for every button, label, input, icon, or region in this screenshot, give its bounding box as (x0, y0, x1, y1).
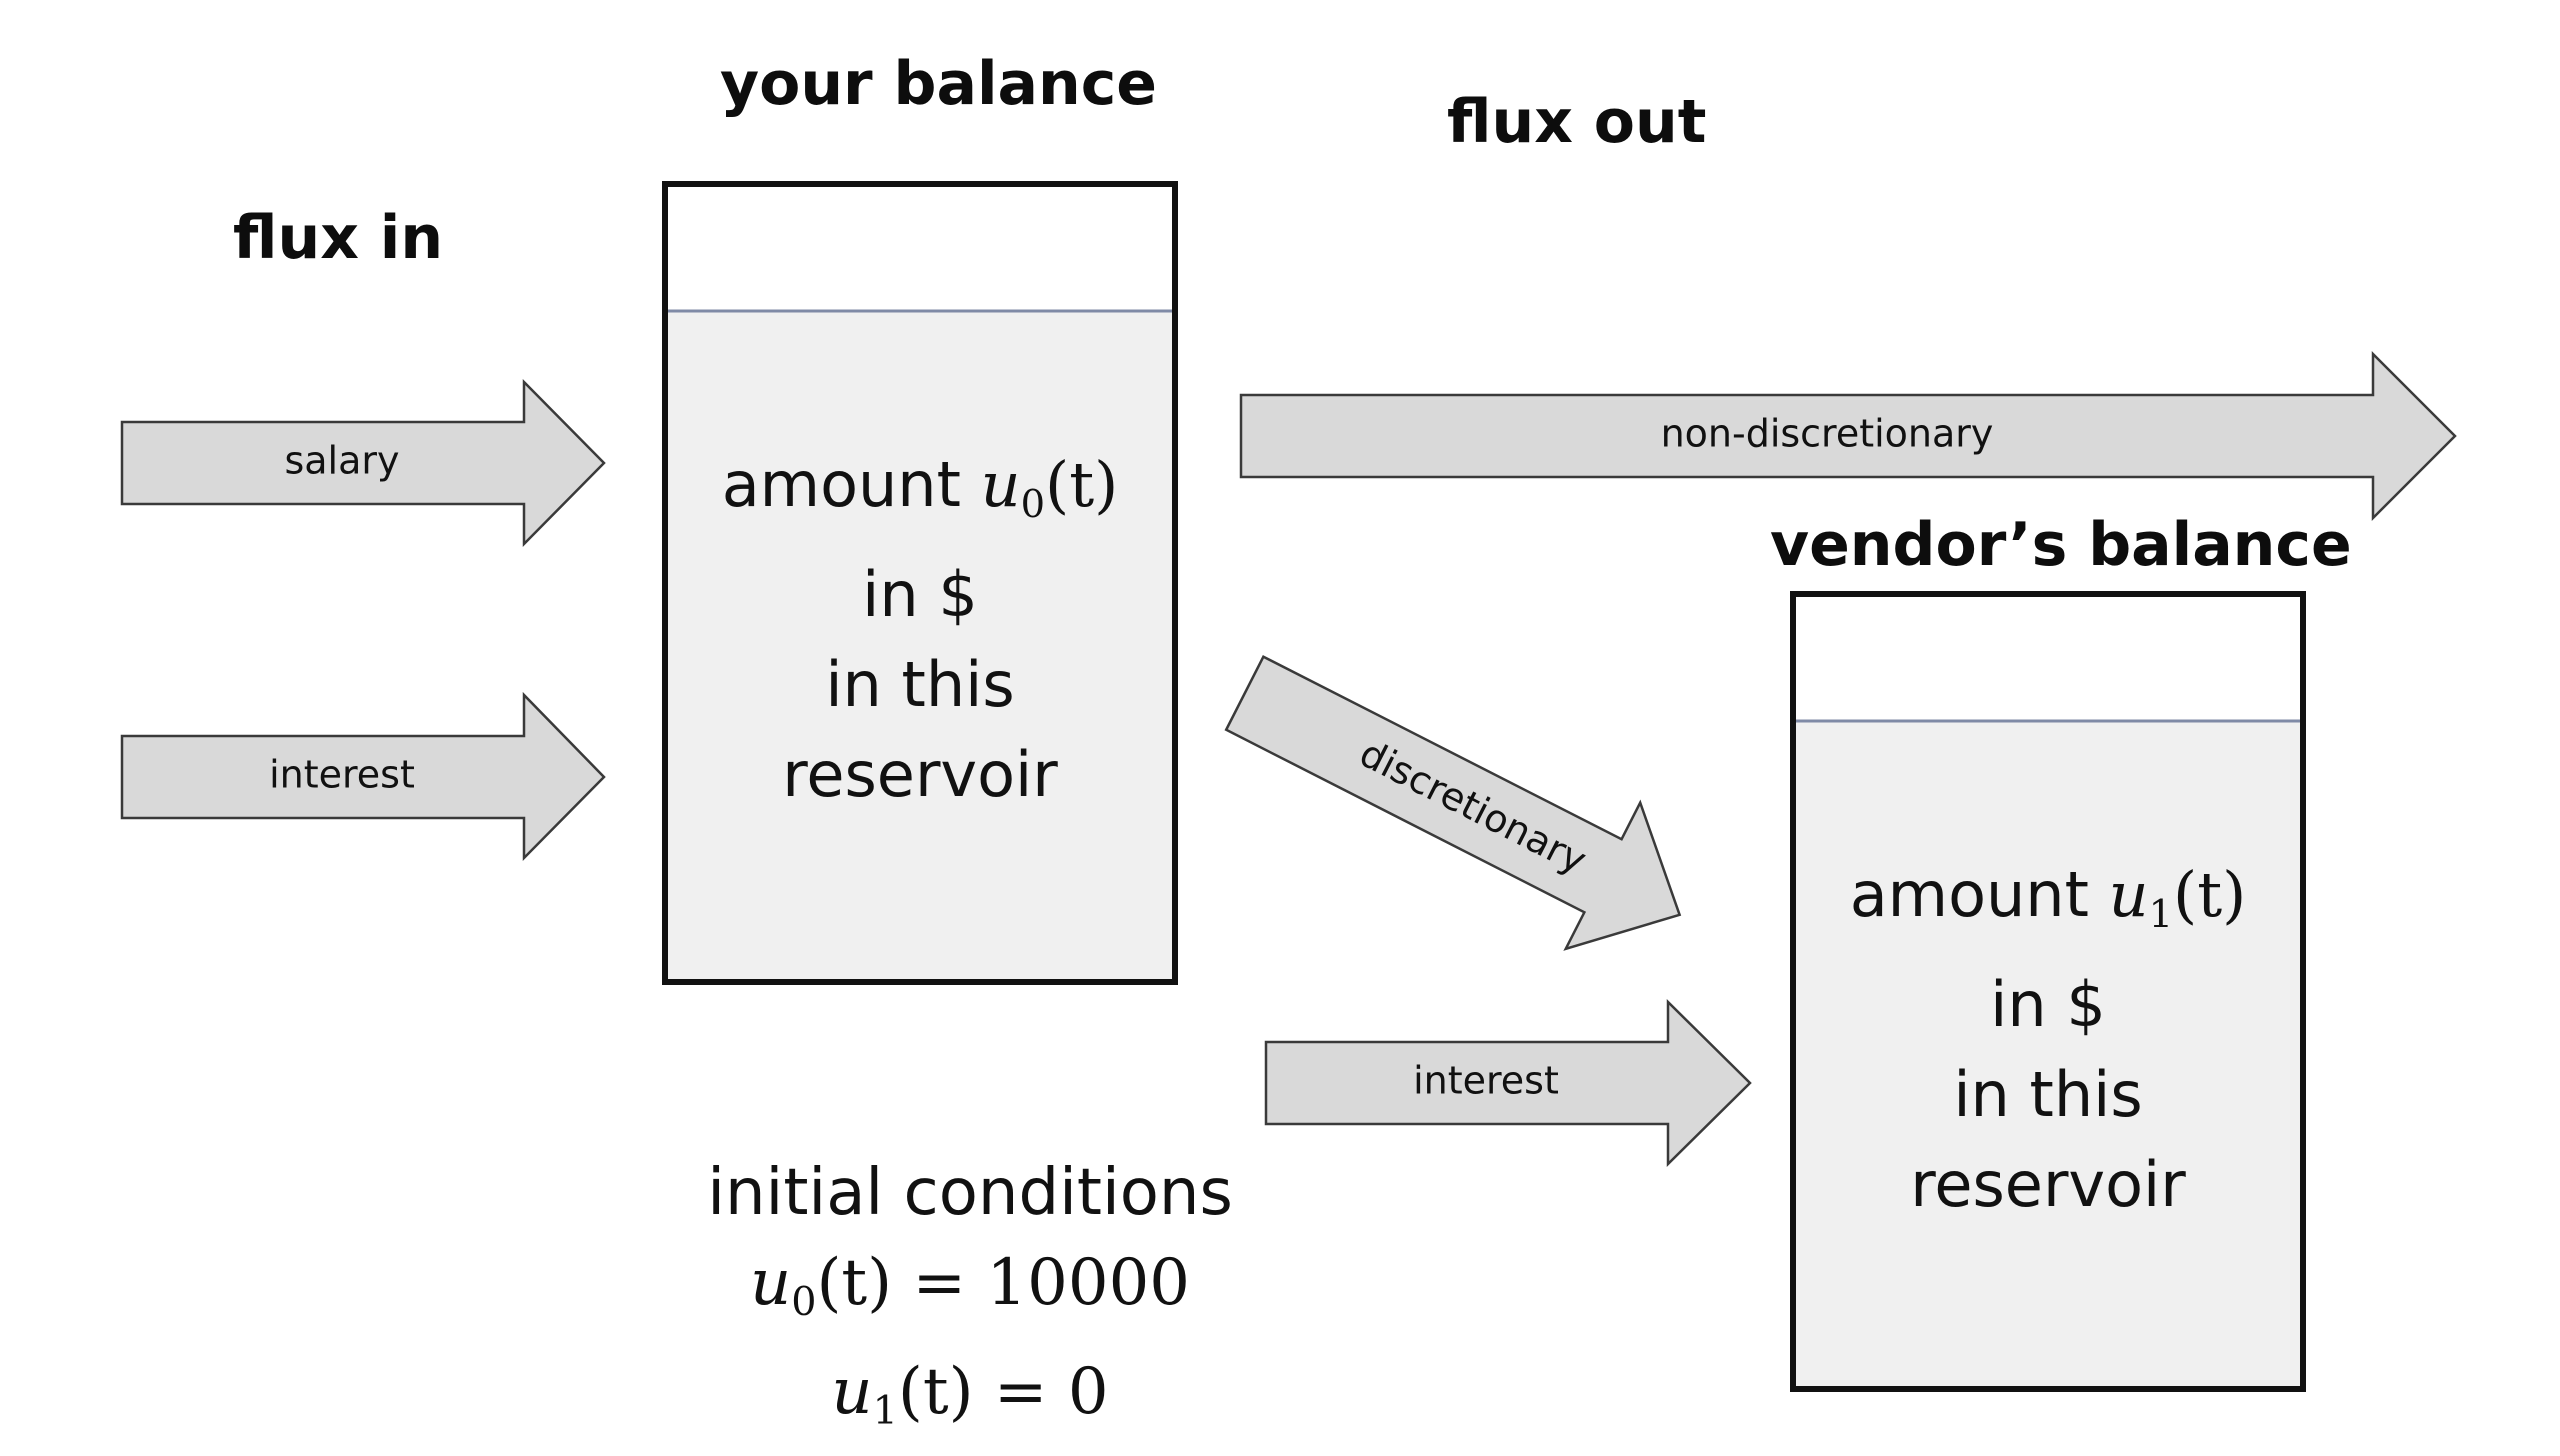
your-amount-var: u (980, 448, 1021, 521)
non-discretionary-arrow-shape (1239, 350, 2457, 522)
non-discretionary-arrow: non-discretionary (1239, 350, 2457, 522)
your-reservoir-word: reservoir (782, 737, 1058, 811)
interest-vendor-arrow-label: interest (1413, 1059, 1559, 1103)
salary-arrow-shape (120, 378, 606, 548)
discretionary-arrow-shape (1224, 655, 1682, 951)
interest-in-arrow-label: interest (269, 753, 415, 797)
your-reservoir (662, 181, 1178, 985)
your-amount-symbol: u0(t) (980, 448, 1119, 527)
u0-rest: (t) = 10000 (816, 1246, 1191, 1320)
initial-conditions-title: initial conditions (707, 1156, 1233, 1230)
interest-vendor-arrow: interest (1264, 999, 1752, 1167)
flux-in-heading: flux in (233, 203, 444, 273)
interest-vendor-arrow-shape (1264, 999, 1752, 1167)
vendor-amount-symbol: u1(t) (2108, 858, 2247, 937)
flux-out-heading: flux out (1447, 87, 1707, 157)
vendors-balance-heading: vendor’s balance (1770, 510, 2352, 580)
u1-sub: 1 (872, 1388, 898, 1435)
your-reservoir-tank (662, 181, 1178, 985)
vendor-reservoir-headspace (1796, 597, 2300, 721)
u0-sub: 0 (791, 1279, 817, 1326)
u1-var: u (831, 1355, 873, 1430)
interest-in-arrow: interest (120, 691, 606, 862)
vendor-reservoir-tank (1790, 591, 2306, 1392)
salary-arrow-label: salary (284, 439, 399, 483)
your-balance-heading: your balance (720, 49, 1157, 119)
your-amount-line: amount u0(t) (668, 440, 1172, 550)
vendor-reservoir (1790, 591, 2306, 1392)
your-amount-sub: 0 (1020, 481, 1046, 527)
vendor-amount-var: u (2108, 858, 2149, 931)
your-amount-arg: (t) (1045, 448, 1119, 521)
vendor-amount-word: amount (1849, 858, 2109, 931)
non-discretionary-arrow-label: non-discretionary (1661, 412, 1994, 456)
initial-condition-u0: u0(t) = 10000 (640, 1238, 1300, 1347)
vendor-reservoir-word: reservoir (1910, 1147, 2186, 1221)
your-in-this-line: in this (825, 647, 1015, 721)
vendor-reservoir-text: amount u1(t) in $ in this reservoir (1796, 850, 2300, 1230)
initial-condition-u1: u1(t) = 0 (640, 1347, 1300, 1456)
vendor-units-line: in $ (1990, 967, 2106, 1041)
initial-conditions: initial conditions u0(t) = 10000 u1(t) =… (640, 1148, 1300, 1456)
vendor-amount-arg: (t) (2173, 858, 2247, 931)
your-units-line: in $ (862, 557, 978, 631)
u1-rest: (t) = 0 (897, 1355, 1109, 1430)
your-amount-word: amount (721, 448, 981, 521)
interest-in-arrow-shape (120, 691, 606, 862)
vendor-amount-line: amount u1(t) (1796, 850, 2300, 960)
vendor-in-this-line: in this (1953, 1057, 2143, 1131)
salary-arrow: salary (120, 378, 606, 548)
u0-var: u (749, 1246, 792, 1320)
your-reservoir-text: amount u0(t) in $ in this reservoir (668, 440, 1172, 820)
your-reservoir-headspace (668, 187, 1172, 311)
vendor-amount-sub: 1 (2148, 891, 2174, 937)
discretionary-arrow: discretionary (1224, 655, 1682, 951)
